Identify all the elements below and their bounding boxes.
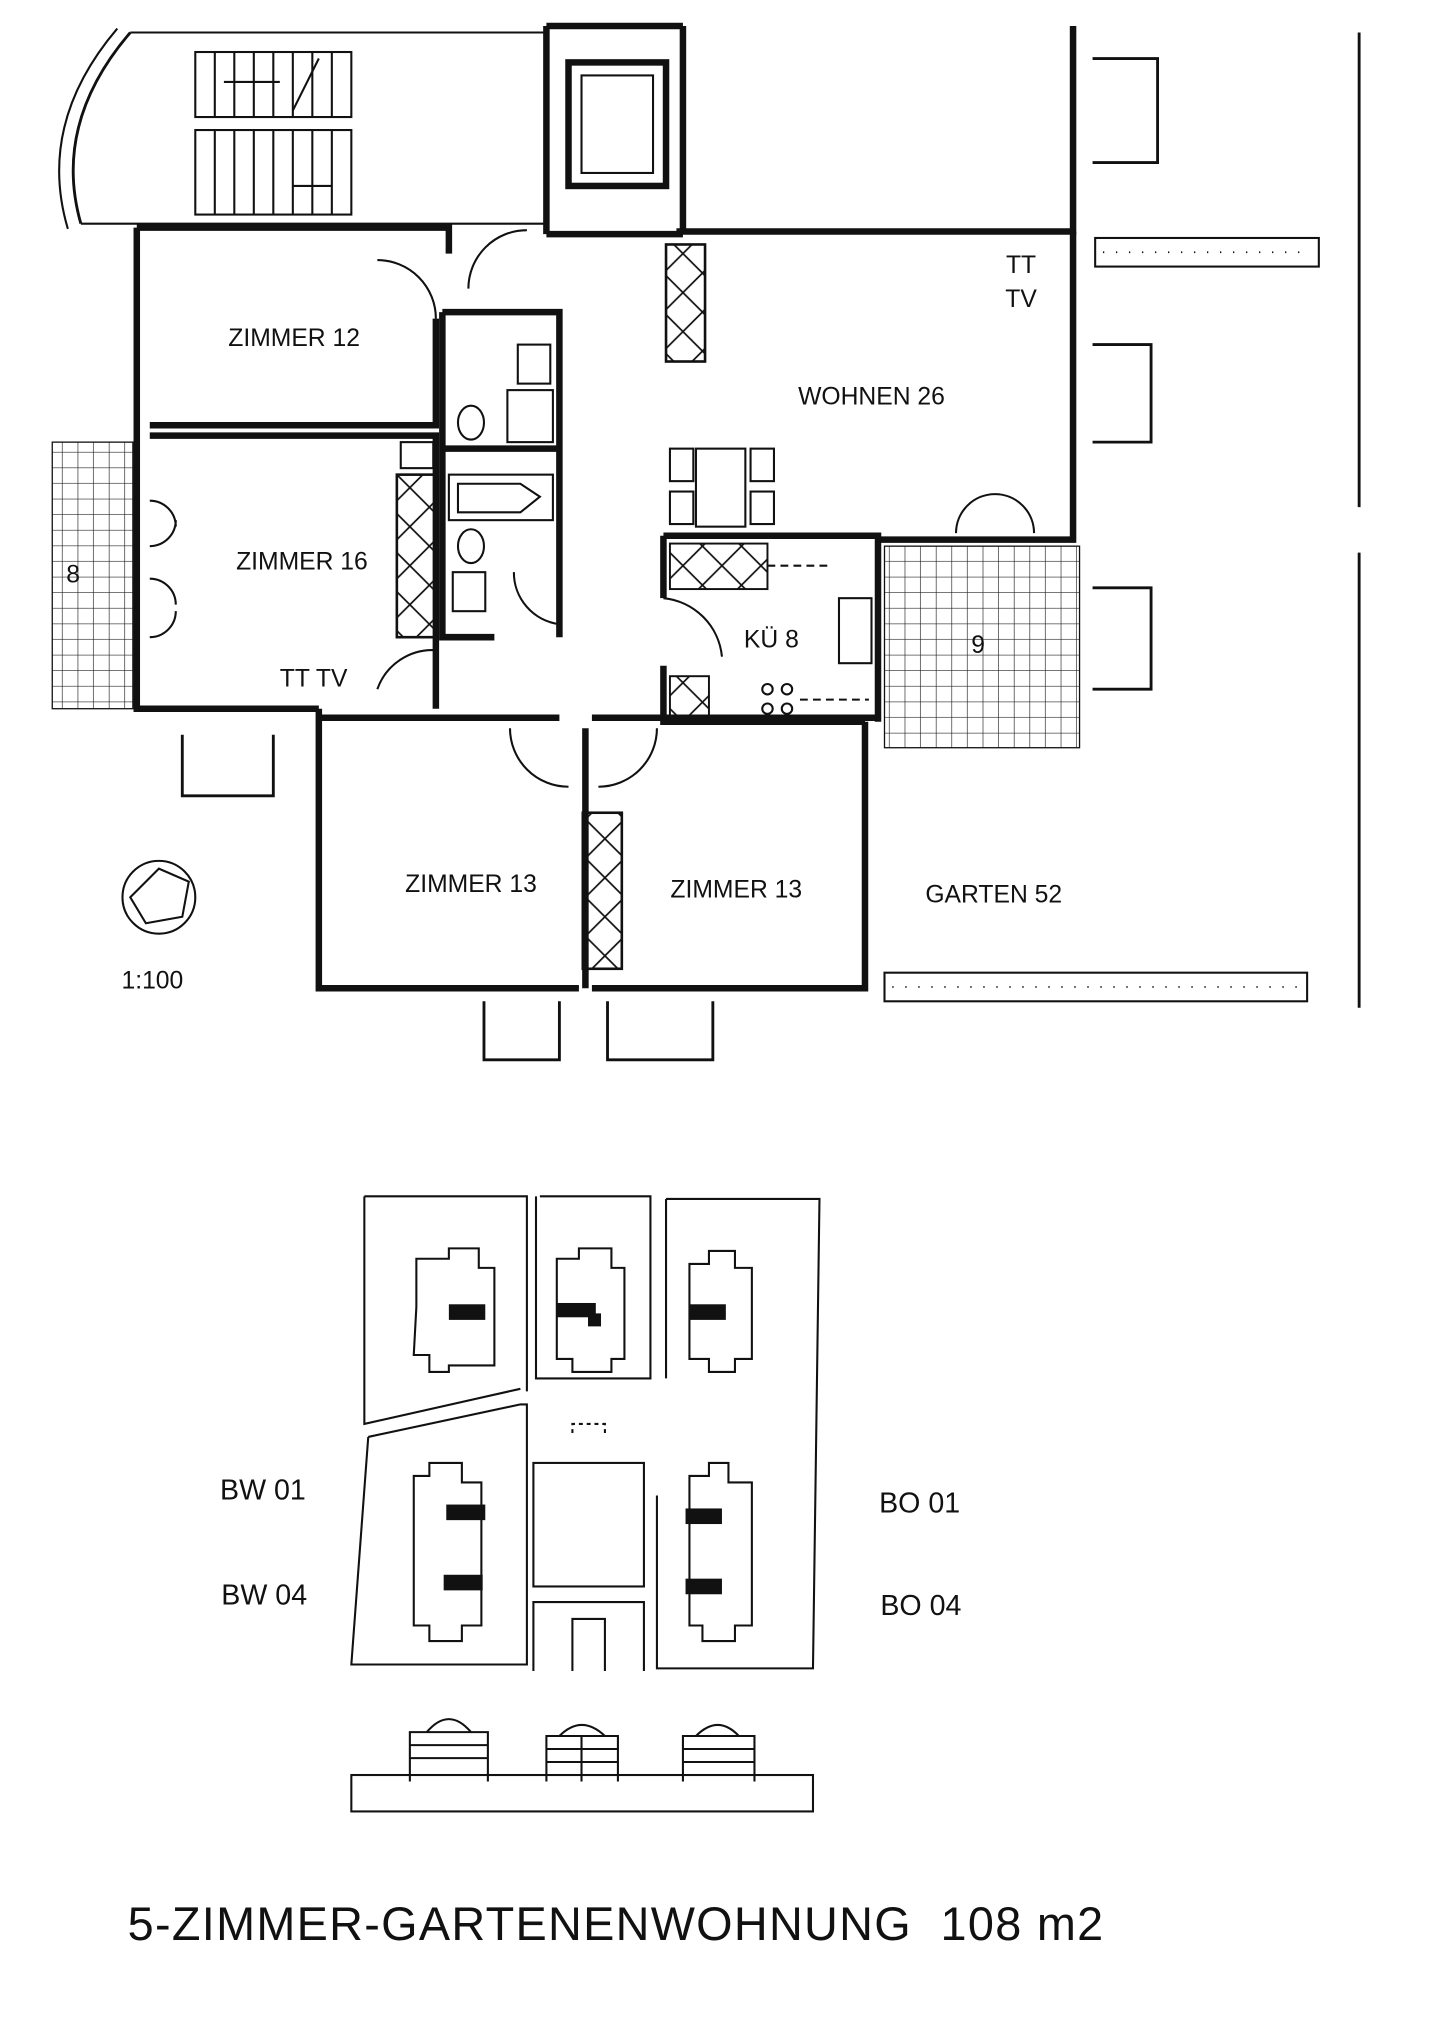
outlet-label-zimmer16: TT TV [280, 666, 348, 693]
marked-unit [689, 1304, 726, 1320]
bathroom-fixtures [399, 343, 554, 613]
room-label-kueche: KÜ 8 [744, 627, 799, 654]
site-plan: BW 01 BW 04 BO 01 BO 04 [220, 1195, 962, 1813]
wardrobe [395, 473, 438, 639]
marked-unit [556, 1302, 596, 1318]
site-label-bw04: BW 04 [221, 1580, 307, 1612]
apartment-walls [133, 26, 1077, 992]
site-label-bo01: BO 01 [879, 1487, 960, 1519]
room-label-zimmer-12: ZIMMER 12 [228, 325, 360, 352]
site-label-bo04: BO 04 [880, 1590, 961, 1622]
dining-table [668, 447, 776, 528]
marked-unit-bw01 [446, 1504, 486, 1521]
room-label-garten: GARTEN 52 [925, 881, 1062, 908]
site-elevation [350, 1718, 815, 1813]
room-label-wohnen: WOHNEN 26 [798, 383, 945, 410]
elevator-core [543, 22, 687, 238]
scale-label: 1:100 [121, 967, 183, 994]
site-buildings [412, 1247, 753, 1643]
terrace-label-right: 9 [971, 632, 985, 659]
wardrobe [581, 811, 624, 971]
site-label-bw01: BW 01 [220, 1474, 306, 1506]
marked-unit-bo01 [685, 1508, 722, 1525]
kitchen-fixtures [668, 542, 873, 719]
page-title: 5-ZIMMER-GARTENENWOHNUNG 108 m2 [128, 1898, 1105, 1950]
doors [149, 229, 1036, 788]
room-label-zimmer-13b: ZIMMER 13 [670, 876, 802, 903]
outlet-label-tv: TV [1005, 286, 1037, 313]
wardrobe [664, 243, 707, 363]
terrace-left [51, 441, 134, 710]
planters [180, 32, 1361, 1062]
staircase [58, 27, 547, 230]
terrace-right [883, 545, 1081, 749]
north-arrow-icon [121, 859, 197, 935]
room-label-zimmer-16: ZIMMER 16 [236, 549, 368, 576]
terrace-label-left: 8 [66, 562, 80, 589]
marked-unit [448, 1304, 486, 1320]
marked-unit-bo04 [685, 1578, 722, 1595]
marked-unit-bw04 [443, 1574, 483, 1591]
floor-plan: ZIMMER 12 WOHNEN 26 ZIMMER 16 KÜ 8 ZIMME… [51, 22, 1361, 1062]
room-label-zimmer-13a: ZIMMER 13 [405, 871, 537, 898]
outlet-label-tt: TT [1006, 252, 1036, 279]
